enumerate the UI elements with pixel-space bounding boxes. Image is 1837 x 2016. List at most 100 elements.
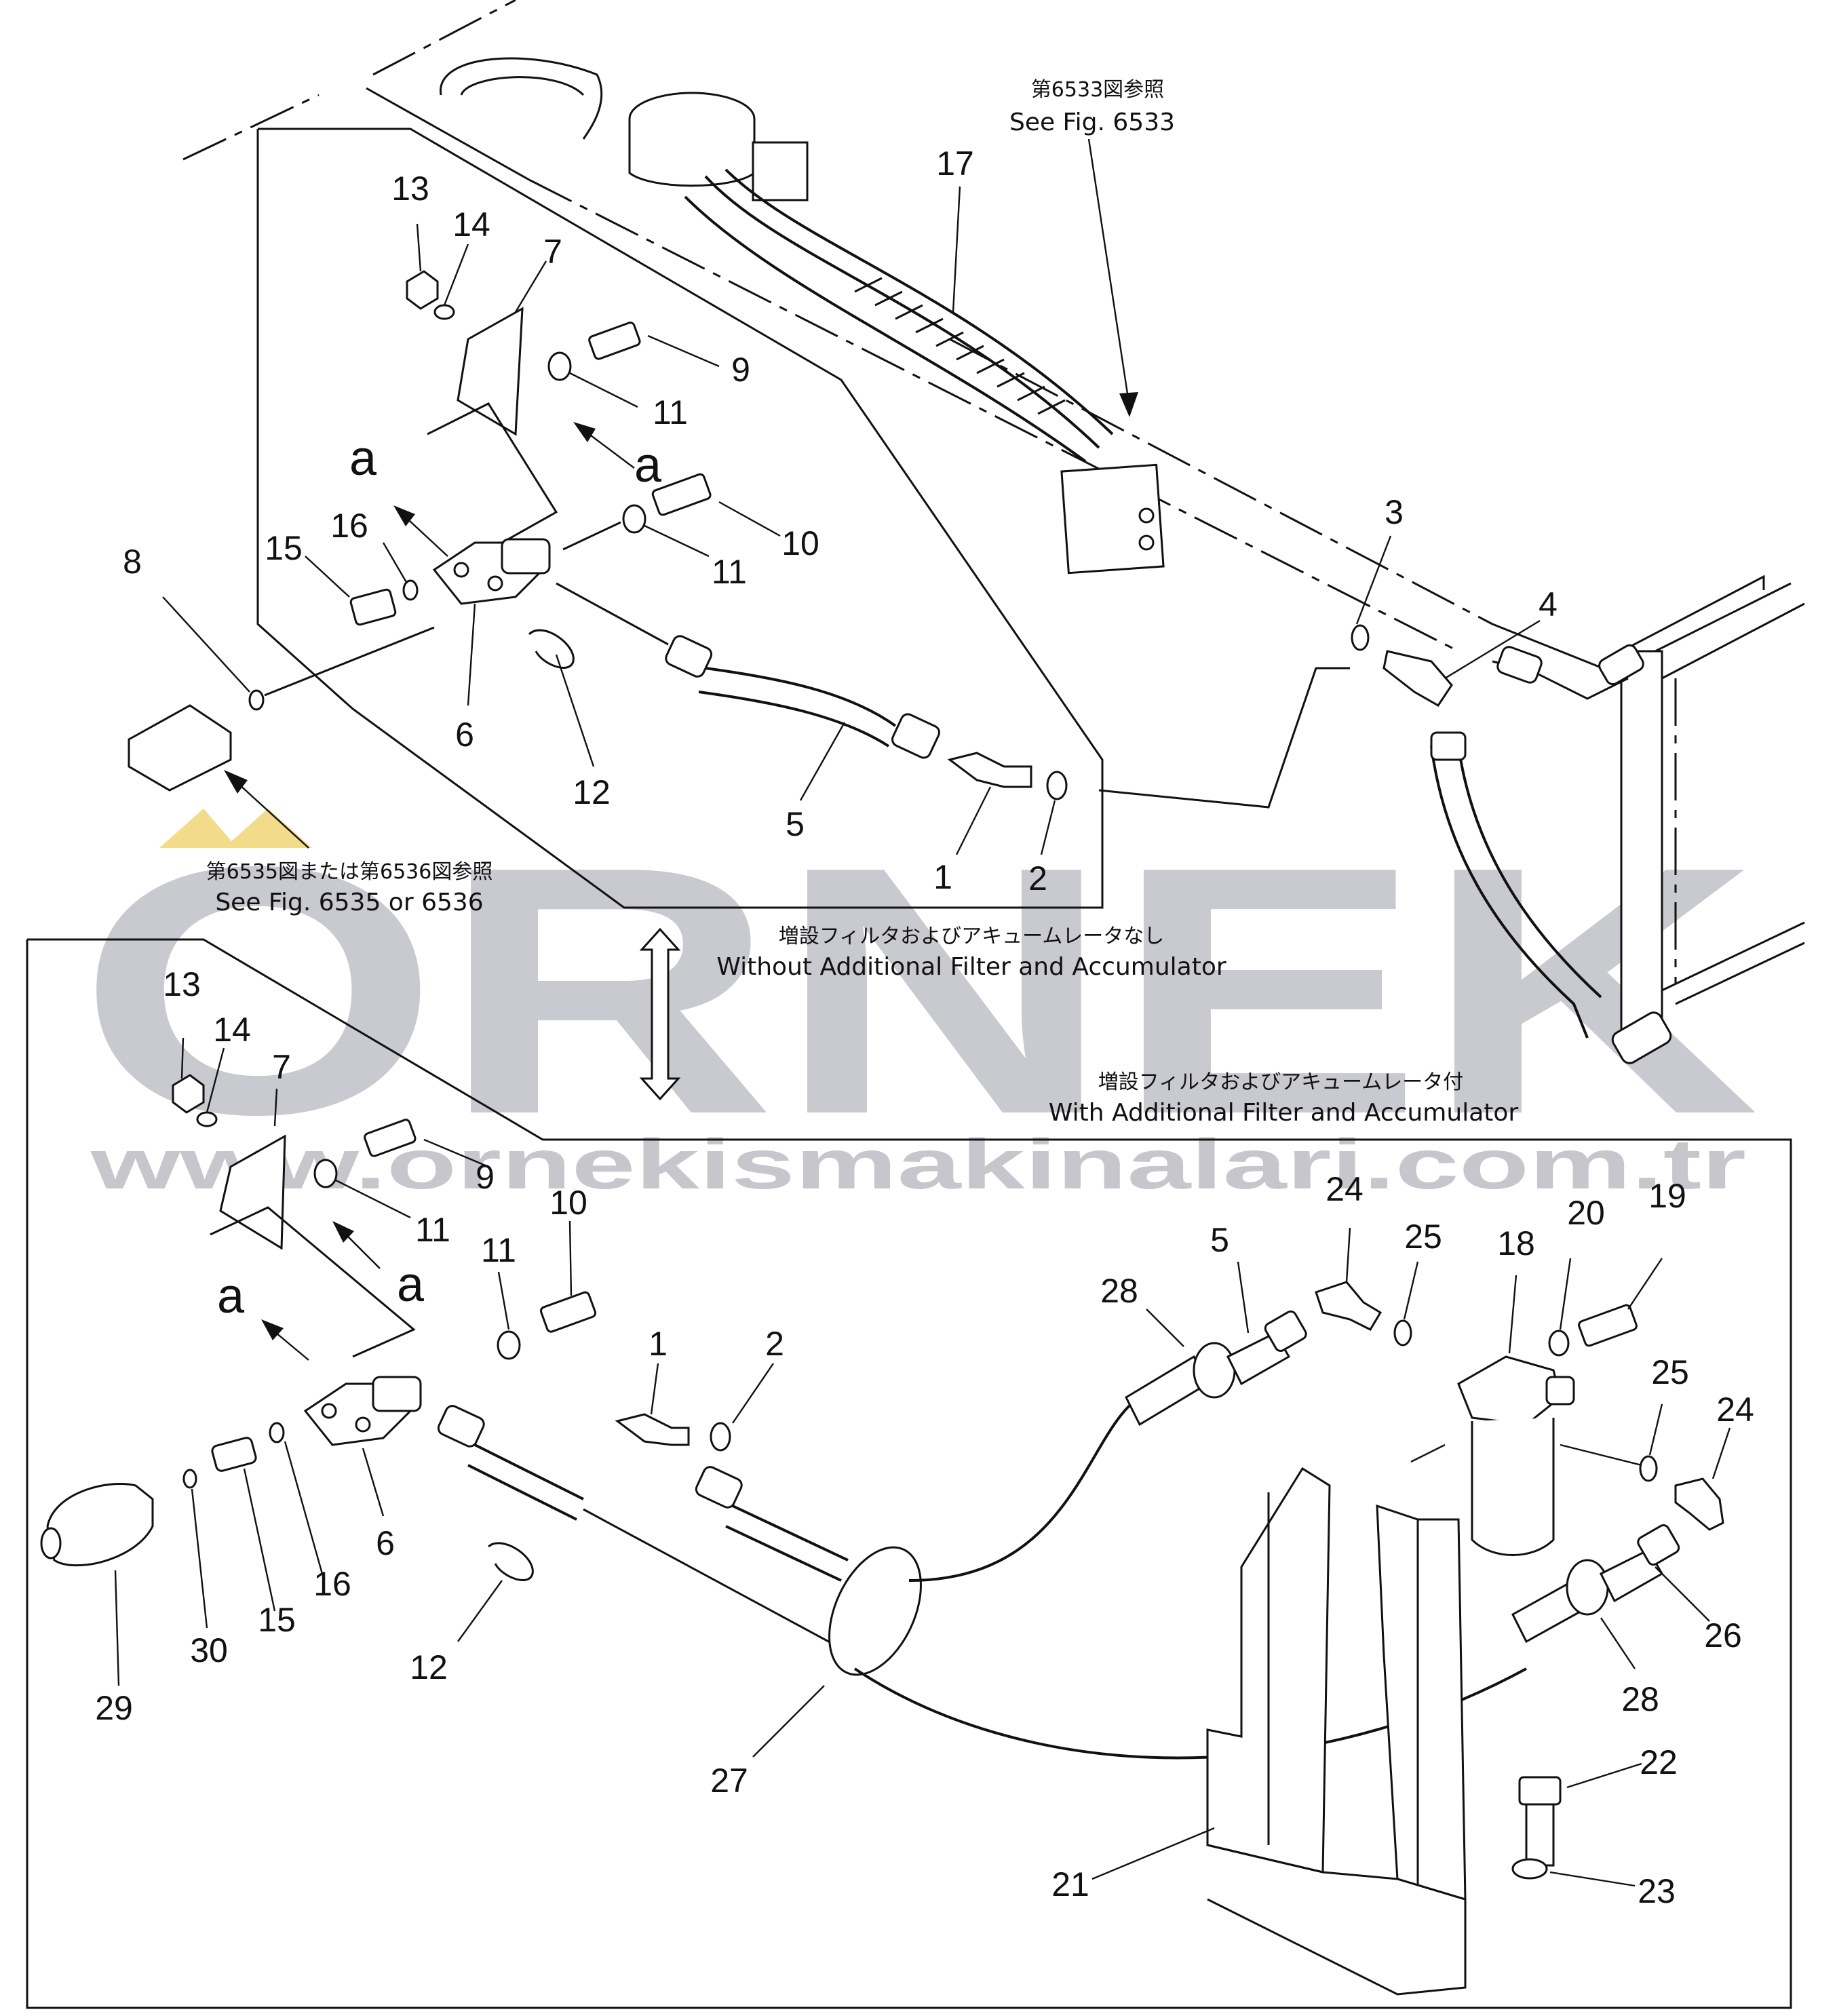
lower-part-16-oring	[269, 1422, 285, 1443]
part-7-bracket	[457, 307, 524, 436]
lower-part-13-nut	[172, 1074, 205, 1114]
cooler-fitting-bottom	[1611, 1011, 1672, 1064]
cooler-fin-1	[1661, 602, 1805, 680]
lower-part-10-bolt	[539, 1291, 597, 1333]
lower-part-15-fitting	[211, 1437, 257, 1472]
captions: 第6533図参照 See Fig. 6533 第6535図または第6536図参照…	[206, 78, 1519, 1127]
lower-callout-23: 23	[1638, 1872, 1676, 1910]
watermark-url: www.ornekismakinalari.com.tr	[90, 1125, 1746, 1204]
lower-hose-long-top	[908, 1389, 1154, 1582]
watermark-accent-right	[224, 809, 312, 848]
callout-3: 3	[1385, 493, 1404, 531]
hose-17-a	[704, 175, 1100, 449]
lower-part-2-oring	[710, 1422, 731, 1452]
callout-17: 17	[936, 144, 974, 182]
lower-callout-a-2: a	[397, 1258, 425, 1312]
valve-block	[1060, 463, 1165, 575]
leader-2-to-4	[1098, 667, 1350, 809]
part-5-hose-a	[705, 667, 897, 727]
part-16-oring	[402, 579, 419, 601]
callout-14: 14	[452, 206, 490, 244]
upper-callouts: 13 14 7 9 11 a a 10 11 15 16 8 6 12 5 1 …	[123, 144, 1558, 897]
pump-side-block	[752, 141, 809, 201]
part-15-bolt	[349, 588, 397, 626]
part-2-oring	[1046, 771, 1068, 800]
variant-arrow-shape	[639, 927, 681, 1101]
upper-section	[128, 0, 1805, 1064]
lower-callout-5: 5	[1210, 1221, 1229, 1259]
lower-section	[26, 938, 1792, 2009]
lower-callout-11a: 11	[415, 1211, 450, 1249]
lower-part-22-bolt-shank	[1525, 1803, 1555, 1867]
lower-part-26-fitting	[1637, 1524, 1680, 1566]
lower-frame-outline	[26, 938, 1792, 2009]
callout-10: 10	[781, 524, 819, 562]
lower-part-28-collar-b	[1566, 1559, 1609, 1616]
lower-callout-16: 16	[313, 1565, 351, 1603]
machine-edge-4	[528, 178, 1459, 653]
part-12-clamp	[528, 629, 575, 669]
lower-callout-28b: 28	[1621, 1680, 1659, 1718]
cooler-hose-2	[1457, 745, 1602, 999]
lower-part-1-fitting	[615, 1413, 690, 1446]
lower-callouts: 13 14 7 9 11 a a 10 11 1 2 6 12 15 16 30…	[95, 965, 1754, 1910]
lower-callout-2: 2	[765, 1325, 784, 1363]
lower-callout-22: 22	[1640, 1743, 1678, 1781]
cooler-hose	[1430, 745, 1589, 1039]
lower-callout-7: 7	[272, 1048, 291, 1086]
lower-hose-a-2	[467, 1464, 577, 1521]
arrow-a-lower-1	[261, 1319, 284, 1340]
callout-8: 8	[123, 543, 142, 581]
callout-11b: 11	[712, 553, 747, 591]
callout-11a: 11	[653, 393, 688, 431]
watermark: ORNEK www.ornekismakinalari.com.tr	[77, 794, 1760, 1204]
lower-part-25-oring-a	[1393, 1319, 1412, 1346]
lower-part-22-bolt-head	[1518, 1776, 1562, 1806]
lower-part-19-bolt	[1578, 1304, 1638, 1347]
lower-callout-25a: 25	[1404, 1218, 1442, 1256]
variant-without-en: Without Additional Filter and Accumulato…	[716, 953, 1226, 981]
callout-6: 6	[455, 716, 474, 754]
lower-callout-25b: 25	[1651, 1353, 1689, 1391]
hose-17-b	[724, 168, 1114, 435]
part-11-washer-b	[622, 504, 646, 534]
lower-part-7-leader-frame	[210, 1206, 416, 1358]
cooler-fitting-top-2	[1598, 644, 1644, 686]
lower-part-21-bracket-base	[1207, 1844, 1467, 1996]
lower-hose-b-2	[725, 1525, 842, 1582]
lower-part-11-washer-b	[497, 1330, 521, 1360]
variant-with-en: With Additional Filter and Accumulator	[1049, 1099, 1519, 1127]
lower-callout-24b: 24	[1716, 1391, 1754, 1429]
watermark-accent-left	[159, 809, 237, 848]
lower-callout-28a: 28	[1100, 1272, 1138, 1310]
lower-callout-15: 15	[258, 1601, 296, 1639]
callout-16: 16	[330, 507, 368, 545]
lower-part-18-filter-head	[1457, 1355, 1562, 1426]
lower-part-6-boss	[372, 1376, 422, 1412]
part-13-nut	[406, 270, 439, 310]
lower-part-6-hole-2	[355, 1416, 371, 1433]
lower-part-28-collar-a	[1193, 1342, 1236, 1399]
lower-hose-a-1	[474, 1443, 584, 1500]
callout-15: 15	[265, 529, 303, 567]
variant-with-jp: 増設フィルタおよびアキュームレータ付	[1098, 1070, 1464, 1094]
part-1-fitting	[947, 752, 1032, 788]
leader-lines	[114, 138, 1731, 1887]
variant-without-jp: 増設フィルタおよびアキュームレータなし	[779, 925, 1165, 948]
lower-hose-end-a	[437, 1405, 485, 1448]
callout-a-2: a	[634, 438, 662, 492]
lower-callout-19: 19	[1648, 1177, 1686, 1215]
callout-1: 1	[933, 858, 952, 896]
lower-callout-21: 21	[1051, 1865, 1089, 1903]
callout-12: 12	[573, 773, 611, 811]
callout-9: 9	[731, 351, 750, 389]
leader-8-line	[264, 626, 435, 697]
valve-port-1	[1138, 507, 1155, 524]
cooler-top-edge	[1621, 575, 1765, 653]
part-7-leader-frame	[427, 402, 558, 544]
lower-hose-end-b	[695, 1466, 743, 1509]
machine-edge-2	[372, 0, 516, 76]
part-6-hole-1	[453, 562, 469, 578]
tube-6-to-10	[562, 521, 621, 551]
